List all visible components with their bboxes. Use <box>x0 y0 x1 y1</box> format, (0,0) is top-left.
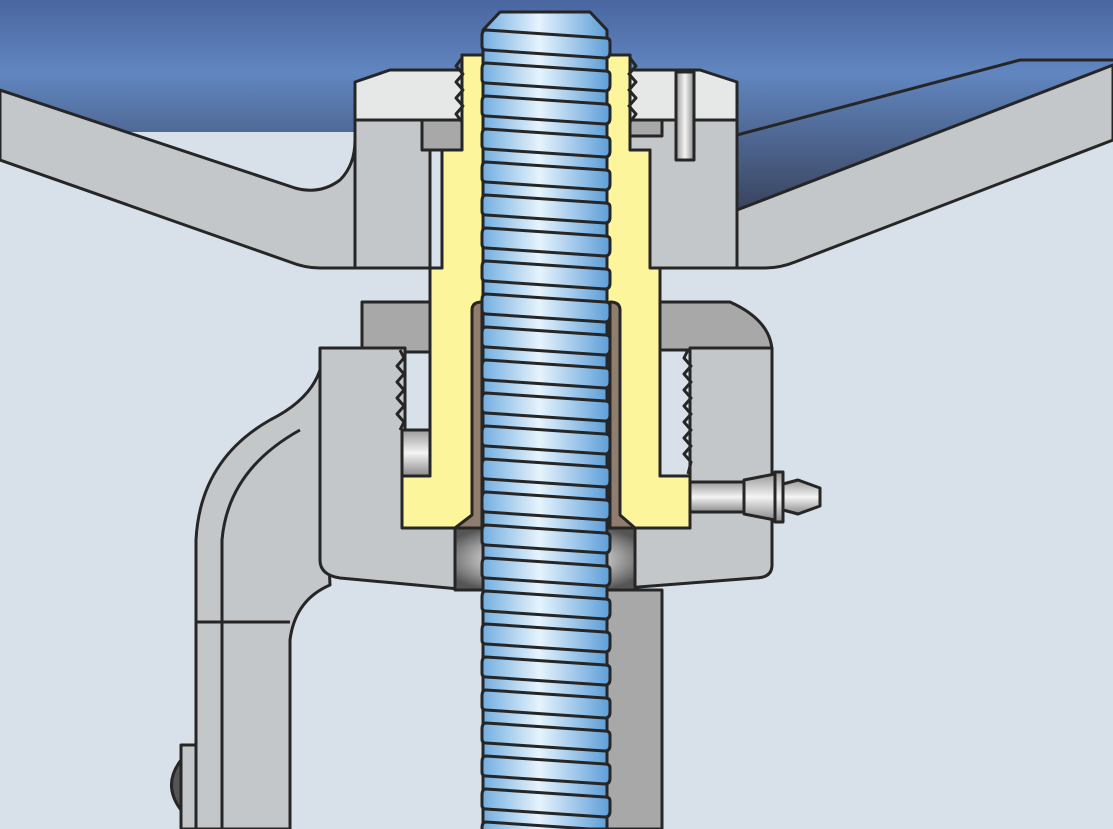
hub-recess-left <box>420 118 464 152</box>
lubricant-left <box>453 300 484 530</box>
stem-thread-ridge <box>480 193 612 225</box>
stem-thread-ridge <box>480 688 612 720</box>
stem-thread-ridge <box>480 292 612 324</box>
stem-thread-ridge <box>480 490 612 522</box>
stem-thread-ridge <box>480 358 612 390</box>
stem-thread-ridge <box>480 28 612 60</box>
thread-left-cap <box>454 57 465 123</box>
stem-thread-ridge <box>480 424 612 456</box>
thread-left-housing <box>395 349 406 431</box>
stem-thread-ridge <box>480 226 612 258</box>
stem-thread-ridge <box>480 655 612 687</box>
stem-thread-ridge <box>480 160 612 192</box>
stem-thread-ridge <box>480 127 612 159</box>
stem-thread-ridge <box>480 325 612 357</box>
stem-thread-ridge <box>480 754 612 786</box>
stem-thread-ridge <box>480 94 612 126</box>
stem-thread-ridge <box>480 259 612 291</box>
frame-leg <box>194 368 332 829</box>
grease-fitting-icon <box>688 470 822 524</box>
stem-thread-ridge <box>480 721 612 753</box>
stem-thread-ridge <box>480 622 612 654</box>
stem-thread-ridge <box>480 820 609 829</box>
stem-thread-ridge <box>480 556 612 588</box>
frame-boss <box>179 743 198 829</box>
lubricant-right <box>608 300 637 530</box>
hub-recess-right <box>626 118 664 138</box>
stem-thread-ridge <box>480 61 612 93</box>
stem-thread-ridge <box>480 391 612 423</box>
stem-thread-ridge <box>480 457 612 489</box>
stem-thread-ridge <box>480 787 612 819</box>
locking-pin-icon <box>674 70 696 162</box>
retaining-pin-icon <box>400 428 432 478</box>
thread-right-cap <box>627 57 638 123</box>
threaded-valve-stem <box>480 10 612 829</box>
stem-thread-ridge <box>480 523 612 555</box>
frame-bolt <box>170 758 183 812</box>
thread-right-housing <box>682 349 693 475</box>
stem-thread-ridge <box>480 589 612 621</box>
handwheel-rim-edge <box>736 58 1113 137</box>
gland-left <box>360 300 434 354</box>
handwheel-spoke-right <box>735 63 1113 270</box>
frame-leg-edge <box>220 428 301 829</box>
